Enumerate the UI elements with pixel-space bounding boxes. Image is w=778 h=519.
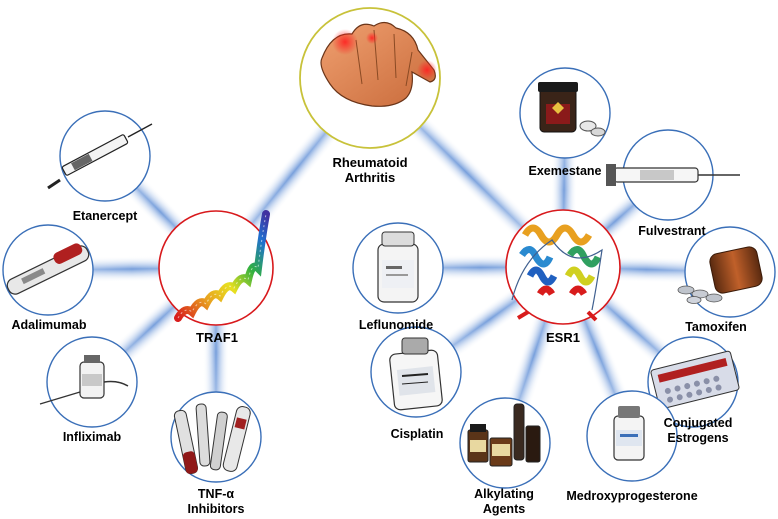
esr1-protein-icon xyxy=(511,224,603,322)
inflamed-hand-icon xyxy=(320,21,437,107)
cisplatin-node xyxy=(370,326,462,418)
bottles-group-icon xyxy=(467,403,541,467)
infliximab-label: Infliximab xyxy=(62,430,122,444)
injection-pen-icon xyxy=(6,243,90,295)
rheumatoid-arthritis-node xyxy=(299,7,441,149)
etanercept-label: Etanercept xyxy=(72,209,138,223)
infliximab-node xyxy=(39,336,138,428)
rheumatoid-arthritis-label: Rheumatoid Arthritis xyxy=(320,155,420,185)
tnf-inhibitors-label-line2: Inhibitors xyxy=(187,502,245,516)
infusion-bottle-icon xyxy=(389,337,443,411)
tablet-bottle-icon xyxy=(377,231,419,303)
syringe-icon xyxy=(47,123,153,190)
prefilled-syringe-icon xyxy=(606,164,740,186)
leflunomide-node xyxy=(352,222,444,314)
adalimumab-node xyxy=(2,224,94,316)
traf1-label: TRAF1 xyxy=(196,330,238,345)
rheumatoid-arthritis-label-line2: Arthritis xyxy=(344,170,396,185)
esr1-hub xyxy=(505,209,621,325)
leflunomide-label: Leflunomide xyxy=(358,318,434,332)
tamoxifen-node xyxy=(677,226,776,318)
vial-with-line-icon xyxy=(39,355,129,405)
pens-group-icon xyxy=(173,403,251,475)
tnf-inhibitors-label: TNF-α Inhibitors xyxy=(168,487,264,517)
conjugated-estrogens-label-line2: Estrogens xyxy=(667,431,729,445)
alkylating-agents-node xyxy=(459,397,551,489)
conjugated-estrogens-node xyxy=(647,336,740,428)
fulvestrant-node xyxy=(606,129,740,221)
tnf-inhibitors-node xyxy=(170,391,262,483)
tipped-pill-bottle-icon xyxy=(677,246,763,304)
rheumatoid-arthritis-label-line1: Rheumatoid xyxy=(332,155,408,170)
tamoxifen-label: Tamoxifen xyxy=(685,320,747,334)
exemestane-label: Exemestane xyxy=(528,164,602,178)
tnf-inhibitors-label-line1: TNF-α xyxy=(197,487,235,501)
traf1-helix-icon xyxy=(174,210,270,322)
pill-bottle-icon xyxy=(538,82,606,137)
esr1-label: ESR1 xyxy=(546,330,580,345)
traf1-hub xyxy=(158,210,274,326)
small-vial-icon xyxy=(613,406,645,461)
medroxyprogesterone-node xyxy=(586,390,678,482)
fulvestrant-label: Fulvestrant xyxy=(638,224,706,238)
adalimumab-label: Adalimumab xyxy=(11,318,87,332)
blister-pack-icon xyxy=(650,350,740,410)
conjugated-estrogens-label-line1: Conjugated xyxy=(663,416,733,430)
alkylating-agents-label-line2: Agents xyxy=(482,502,526,516)
conjugated-estrogens-label: Conjugated Estrogens xyxy=(650,416,746,446)
medroxyprogesterone-label: Medroxyprogesterone xyxy=(566,489,698,503)
exemestane-node xyxy=(519,67,611,159)
alkylating-agents-label-line1: Alkylating xyxy=(474,487,534,501)
alkylating-agents-label: Alkylating Agents xyxy=(456,487,552,517)
cisplatin-label: Cisplatin xyxy=(390,427,444,441)
etanercept-node xyxy=(47,110,153,202)
